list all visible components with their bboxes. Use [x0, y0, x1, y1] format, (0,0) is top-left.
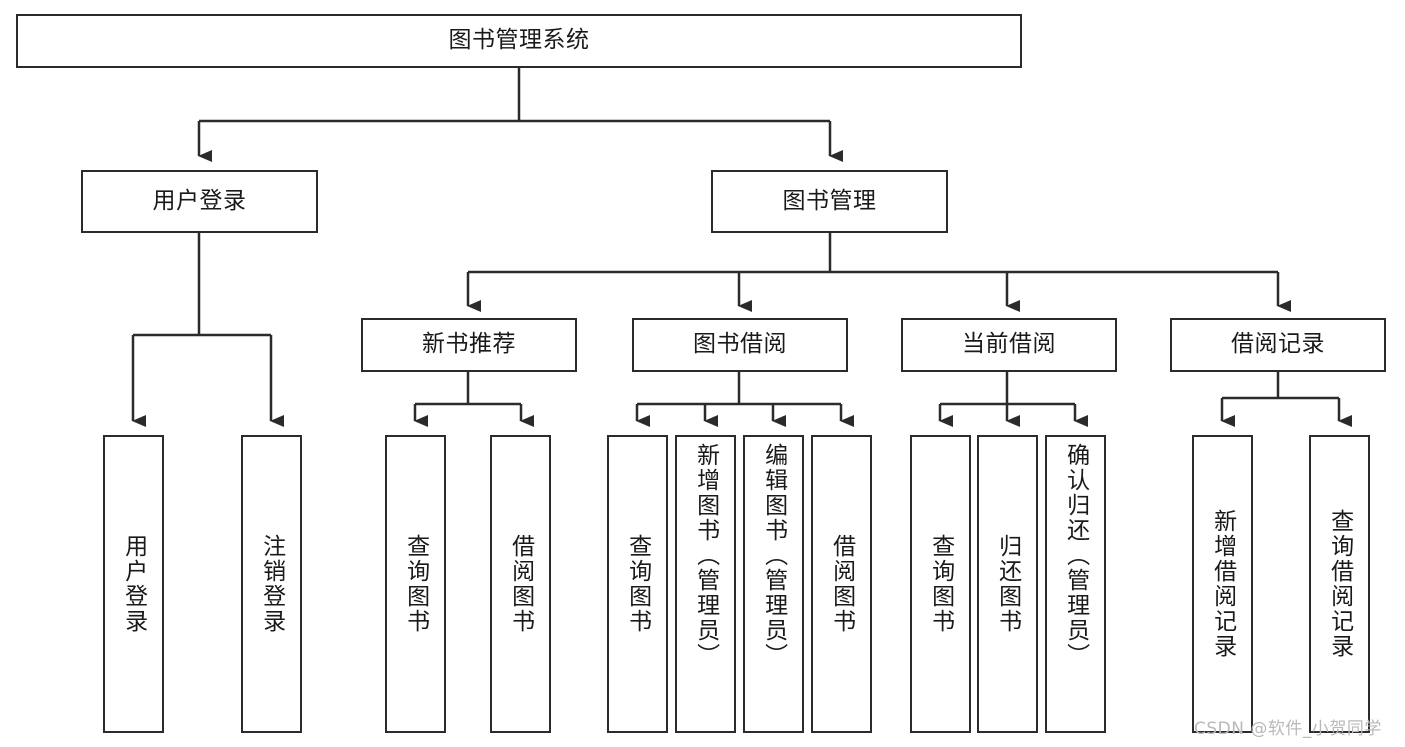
- node-leaf-query-book-3[interactable]: 查询图书: [910, 435, 971, 733]
- node-leaf-query-record-label: 查询借阅记录: [1326, 509, 1353, 659]
- node-leaf-add-book[interactable]: 新增图书（管理员）: [675, 435, 736, 733]
- node-leaf-logout-login-label: 注销登录: [258, 534, 285, 634]
- node-leaf-query-book-2-label: 查询图书: [624, 534, 651, 634]
- node-leaf-return-book-label: 归还图书: [994, 534, 1021, 634]
- node-leaf-edit-book[interactable]: 编辑图书（管理员）: [743, 435, 804, 733]
- node-leaf-return-book[interactable]: 归还图书: [977, 435, 1038, 733]
- node-new-book-rec[interactable]: 新书推荐: [361, 318, 577, 372]
- node-leaf-borrow-book-2[interactable]: 借阅图书: [811, 435, 872, 733]
- node-current-borrow-label: 当前借阅: [962, 331, 1056, 358]
- node-book-borrow-label: 图书借阅: [693, 331, 787, 358]
- node-leaf-confirm-return-label: 确认归还（管理员）: [1062, 443, 1089, 668]
- node-leaf-add-record-label: 新增借阅记录: [1209, 509, 1236, 659]
- node-borrow-record[interactable]: 借阅记录: [1170, 318, 1386, 372]
- node-book-manage-label: 图书管理: [782, 187, 877, 214]
- node-user-login[interactable]: 用户登录: [81, 170, 318, 233]
- node-borrow-record-label: 借阅记录: [1231, 331, 1325, 358]
- node-user-login-label: 用户登录: [152, 187, 247, 214]
- node-root-label: 图书管理系统: [448, 27, 590, 54]
- node-leaf-edit-book-label: 编辑图书（管理员）: [760, 443, 787, 668]
- node-leaf-query-record[interactable]: 查询借阅记录: [1309, 435, 1370, 733]
- node-leaf-borrow-book-2-label: 借阅图书: [828, 534, 855, 634]
- node-root[interactable]: 图书管理系统: [16, 14, 1022, 68]
- node-book-borrow[interactable]: 图书借阅: [632, 318, 848, 372]
- node-leaf-query-book-1-label: 查询图书: [402, 534, 429, 634]
- node-leaf-borrow-book-1-label: 借阅图书: [507, 534, 534, 634]
- node-leaf-query-book-3-label: 查询图书: [927, 534, 954, 634]
- node-new-book-rec-label: 新书推荐: [422, 331, 516, 358]
- node-current-borrow[interactable]: 当前借阅: [901, 318, 1117, 372]
- node-leaf-borrow-book-1[interactable]: 借阅图书: [490, 435, 551, 733]
- node-leaf-confirm-return[interactable]: 确认归还（管理员）: [1045, 435, 1106, 733]
- node-leaf-add-book-label: 新增图书（管理员）: [692, 443, 719, 668]
- node-leaf-query-book-1[interactable]: 查询图书: [385, 435, 446, 733]
- node-book-manage[interactable]: 图书管理: [711, 170, 948, 233]
- node-leaf-logout-login[interactable]: 注销登录: [241, 435, 302, 733]
- node-leaf-query-book-2[interactable]: 查询图书: [607, 435, 668, 733]
- node-leaf-add-record[interactable]: 新增借阅记录: [1192, 435, 1253, 733]
- node-leaf-user-login[interactable]: 用户登录: [103, 435, 164, 733]
- csdn-watermark: CSDN @软件_小贺同学: [1194, 719, 1382, 739]
- node-leaf-user-login-label: 用户登录: [120, 534, 147, 634]
